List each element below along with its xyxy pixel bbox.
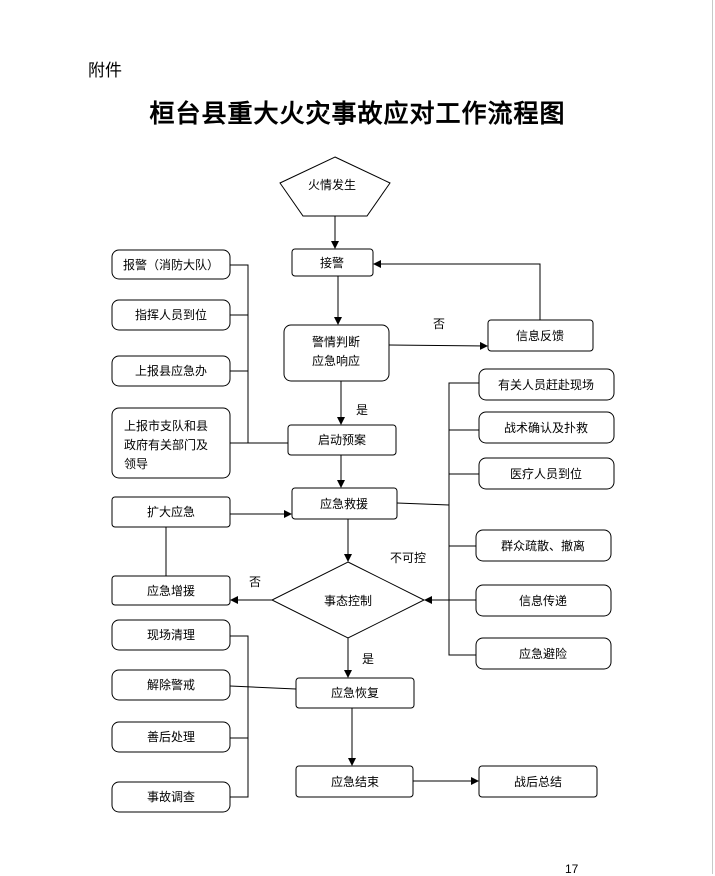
edge-label-yes-plan: 是 bbox=[356, 403, 368, 417]
label-report-city-line-2: 政府有关部门及 bbox=[124, 437, 208, 452]
label-investigation: 事故调查 bbox=[147, 789, 195, 804]
node-site-clear bbox=[111, 619, 231, 651]
label-personnel-arrive: 有关人员赶赴现场 bbox=[498, 378, 594, 392]
label-refuge: 应急避险 bbox=[519, 646, 567, 661]
label-info-transfer: 信息传递 bbox=[519, 593, 567, 608]
label-info-feedback: 信息反馈 bbox=[516, 328, 564, 343]
label-judge: 警情判断 bbox=[312, 334, 360, 349]
edge-label-uncontrollable: 不可控 bbox=[390, 551, 426, 565]
page-edge-line bbox=[712, 0, 713, 874]
page-number: 17 bbox=[565, 862, 579, 876]
label-recovery: 应急恢复 bbox=[331, 685, 379, 700]
bracket-recovery bbox=[230, 635, 249, 798]
edge-label-yes-recovery: 是 bbox=[362, 652, 374, 666]
label-tactics: 战术确认及扑救 bbox=[504, 420, 588, 435]
label-situation-control: 事态控制 bbox=[324, 594, 372, 608]
label-response: 应急响应 bbox=[312, 353, 360, 368]
label-start-plan: 启动预案 bbox=[318, 432, 366, 447]
node-lift-alert bbox=[111, 669, 231, 701]
label-report-county-office: 上报县应急办 bbox=[135, 363, 207, 378]
label-report-fire-brigade: 报警（消防大队） bbox=[123, 257, 219, 272]
page-title: 桓台县重大火灾事故应对工作流程图 bbox=[149, 99, 566, 128]
link-lift-alert bbox=[229, 685, 297, 690]
link-rescue-to-bracket bbox=[396, 502, 450, 506]
bracket-actions bbox=[448, 382, 479, 656]
node-judge-response bbox=[283, 324, 390, 382]
label-evacuate: 群众疏散、撤离 bbox=[501, 538, 585, 553]
label-report-city-line-3: 领导 bbox=[124, 457, 148, 471]
label-receive-alarm: 接警 bbox=[320, 255, 344, 270]
edge-label-no-feedback: 否 bbox=[433, 317, 445, 331]
label-lift-alert: 解除警戒 bbox=[147, 677, 195, 692]
node-recovery bbox=[295, 677, 415, 709]
node-reinforce bbox=[111, 575, 231, 606]
node-aftermath bbox=[111, 721, 231, 753]
label-commander-arrive: 指挥人员到位 bbox=[135, 307, 207, 322]
label-fire-occurs: 火情发生 bbox=[308, 177, 356, 192]
label-site-clear: 现场清理 bbox=[147, 628, 195, 642]
bracket-reporting bbox=[230, 264, 288, 444]
label-emergency-rescue: 应急救援 bbox=[320, 496, 368, 511]
label-medical: 医疗人员到位 bbox=[510, 466, 582, 481]
label-summary: 战后总结 bbox=[514, 775, 562, 789]
arrow-feedback-to-alarm bbox=[373, 260, 541, 320]
arrow-judge-to-feedback bbox=[388, 341, 488, 350]
label-expand: 扩大应急 bbox=[147, 504, 195, 519]
node-refuge bbox=[475, 637, 612, 670]
label-report-city-line-1: 上报市支队和县 bbox=[124, 418, 208, 433]
node-personnel-arrive bbox=[478, 368, 615, 401]
node-summary bbox=[478, 765, 598, 798]
label-end: 应急结束 bbox=[331, 774, 379, 789]
attachment-label: 附件 bbox=[88, 61, 122, 81]
label-reinforce: 应急增援 bbox=[147, 583, 195, 598]
label-aftermath: 善后处理 bbox=[147, 729, 195, 744]
node-expand bbox=[111, 496, 231, 528]
node-tactics bbox=[478, 411, 615, 444]
node-start-plan bbox=[287, 424, 397, 456]
edge-label-no-reinforce: 否 bbox=[249, 575, 261, 589]
